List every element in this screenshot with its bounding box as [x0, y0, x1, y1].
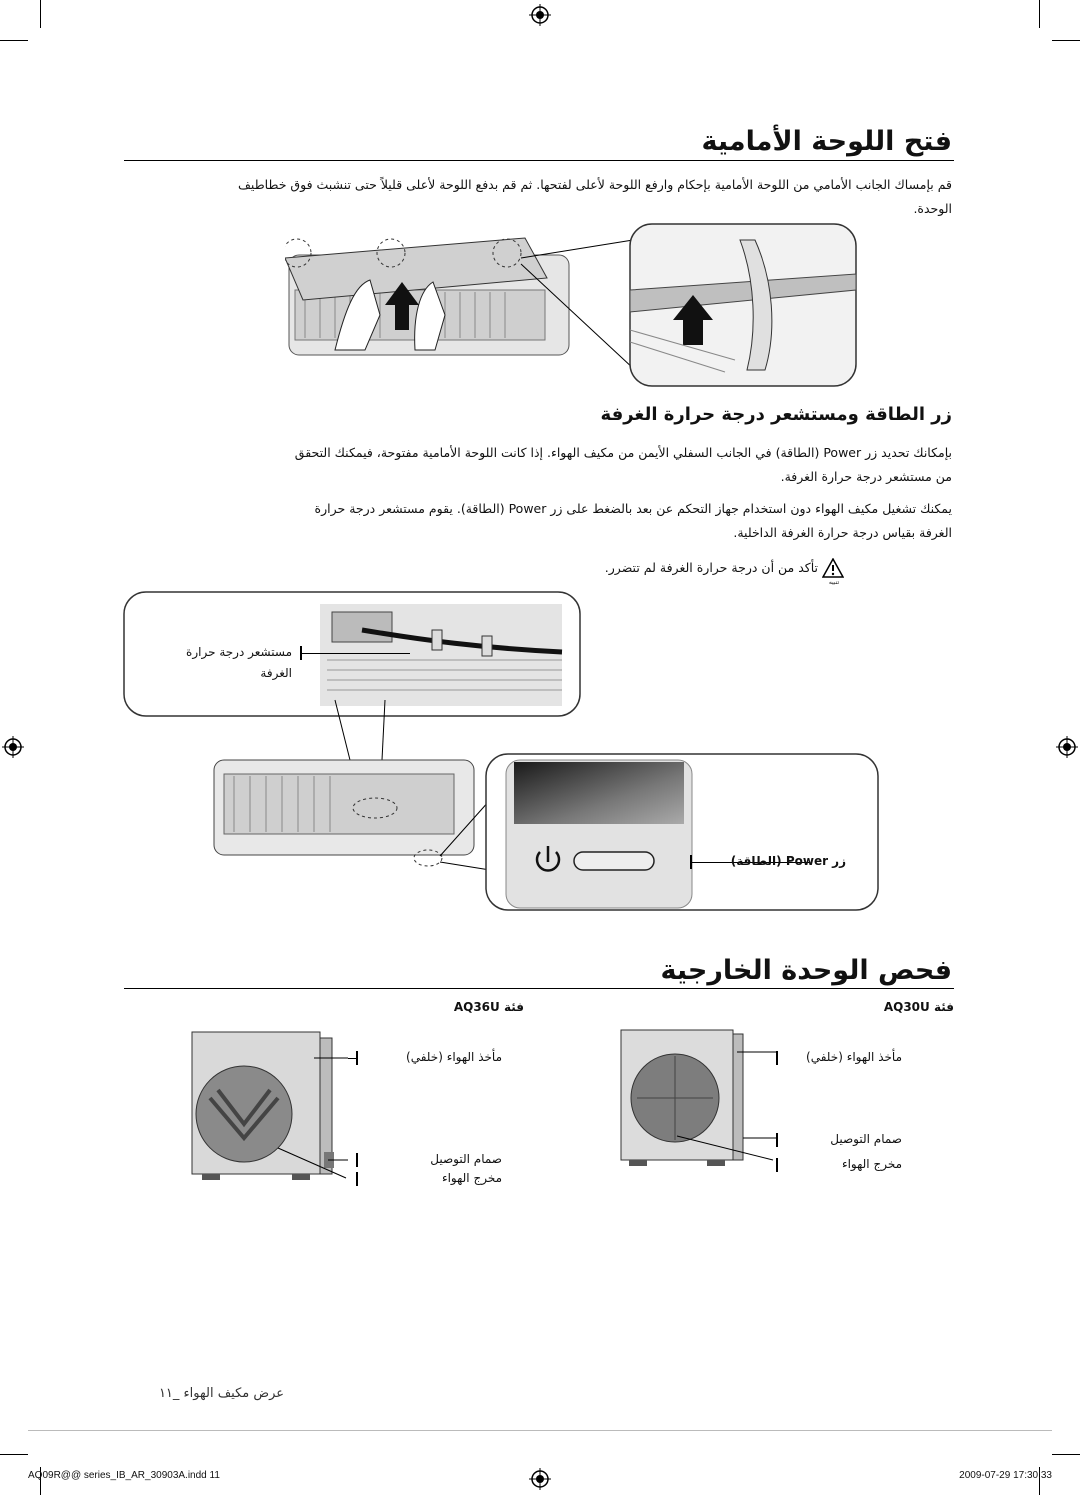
right-air-intake-label: مأخذ الهواء (خلفي)	[806, 1050, 902, 1064]
left-service-valve-label: صمام التوصيل	[430, 1152, 502, 1166]
right-service-valve-label: صمام التوصيل	[830, 1132, 902, 1146]
section2-paragraph1-line1: بإمكانك تحديد زر Power (الطاقة) في الجان…	[294, 445, 952, 460]
crop-mark	[0, 1454, 28, 1455]
crop-mark	[1039, 1467, 1040, 1495]
arrow-up-icon	[673, 295, 713, 345]
file-info: AQ09R@@ series_IB_AR_30903A.indd 11	[28, 1470, 220, 1481]
section2-title: زر الطاقة ومستشعر درجة حرارة الغرفة	[600, 404, 952, 425]
front-panel-opening-illustration	[285, 223, 857, 387]
leader-tick	[776, 1133, 778, 1147]
power-panel-callout-box	[485, 753, 879, 911]
section1-paragraph-line2: الوحدة.	[913, 201, 952, 216]
section2-paragraph2-line1: يمكنك تشغيل مكيف الهواء دون استخدام جهاز…	[314, 501, 952, 516]
left-air-outlet-label: مخرج الهواء	[441, 1171, 502, 1185]
outdoor-unit-aq36u-illustration	[191, 1031, 348, 1180]
section2-paragraph1-line2: من مستشعر درجة حرارة الغرفة.	[780, 469, 952, 484]
registration-mark-icon	[1056, 736, 1078, 758]
crop-mark	[40, 1467, 41, 1495]
sensor-label-line2: الغرفة	[260, 666, 292, 680]
crop-mark	[1052, 1454, 1080, 1455]
crop-mark	[0, 40, 28, 41]
power-leader-line	[690, 862, 810, 863]
indoor-unit-open-illustration	[213, 699, 491, 871]
power-button-label: زر Power (الطاقة)	[730, 854, 846, 868]
section3-rule	[124, 988, 954, 989]
outdoor-unit-aq30u-illustration	[620, 1029, 777, 1166]
crop-mark	[40, 0, 41, 28]
power-leader-tick	[690, 855, 692, 869]
unit-right-title: فئة AQ30U	[883, 1000, 954, 1014]
leader-tick	[776, 1051, 778, 1065]
right-air-outlet-label: مخرج الهواء	[841, 1157, 902, 1171]
leader-tick	[776, 1158, 778, 1172]
leader-tick	[356, 1172, 358, 1186]
warning-icon-caption: تنبيه	[828, 579, 840, 586]
arrow-up-icon	[385, 282, 419, 330]
footer-rule	[28, 1430, 1052, 1431]
section2-paragraph2-line2: الغرفة بقياس درجة حرارة الغرفة الداخلية.	[733, 525, 952, 540]
left-air-intake-label: مأخذ الهواء (خلفي)	[406, 1050, 502, 1064]
print-timestamp: 2009-07-29 17:30:33	[959, 1470, 1052, 1481]
sensor-label-line1: مستشعر درجة حرارة	[186, 645, 292, 659]
crop-mark	[1052, 40, 1080, 41]
registration-mark-icon	[529, 4, 551, 26]
sensor-leader-tick	[300, 646, 302, 660]
crop-mark	[1039, 0, 1040, 28]
section1-paragraph-line1: قم بإمساك الجانب الأمامي من اللوحة الأما…	[237, 177, 952, 192]
registration-mark-icon	[2, 736, 24, 758]
warning-text: تأكد من أن درجة حرارة الغرفة لم تتضرر.	[604, 560, 818, 575]
section1-title: فتح اللوحة الأمامية	[701, 126, 952, 157]
registration-mark-icon	[529, 1468, 551, 1490]
page-number-label: عرض مكيف الهواء _١١	[158, 1386, 284, 1401]
unit-left-title: فئة AQ36U	[453, 1000, 524, 1014]
power-icon	[535, 846, 561, 872]
sensor-leader-line	[300, 653, 410, 654]
warning-triangle-icon	[822, 558, 844, 578]
section3-title: فحص الوحدة الخارجية	[660, 955, 952, 986]
leader-tick	[356, 1153, 358, 1167]
sensor-callout-box	[123, 591, 581, 717]
leader-tick	[356, 1051, 358, 1065]
section1-rule	[124, 160, 954, 161]
leader-line	[348, 1058, 358, 1059]
